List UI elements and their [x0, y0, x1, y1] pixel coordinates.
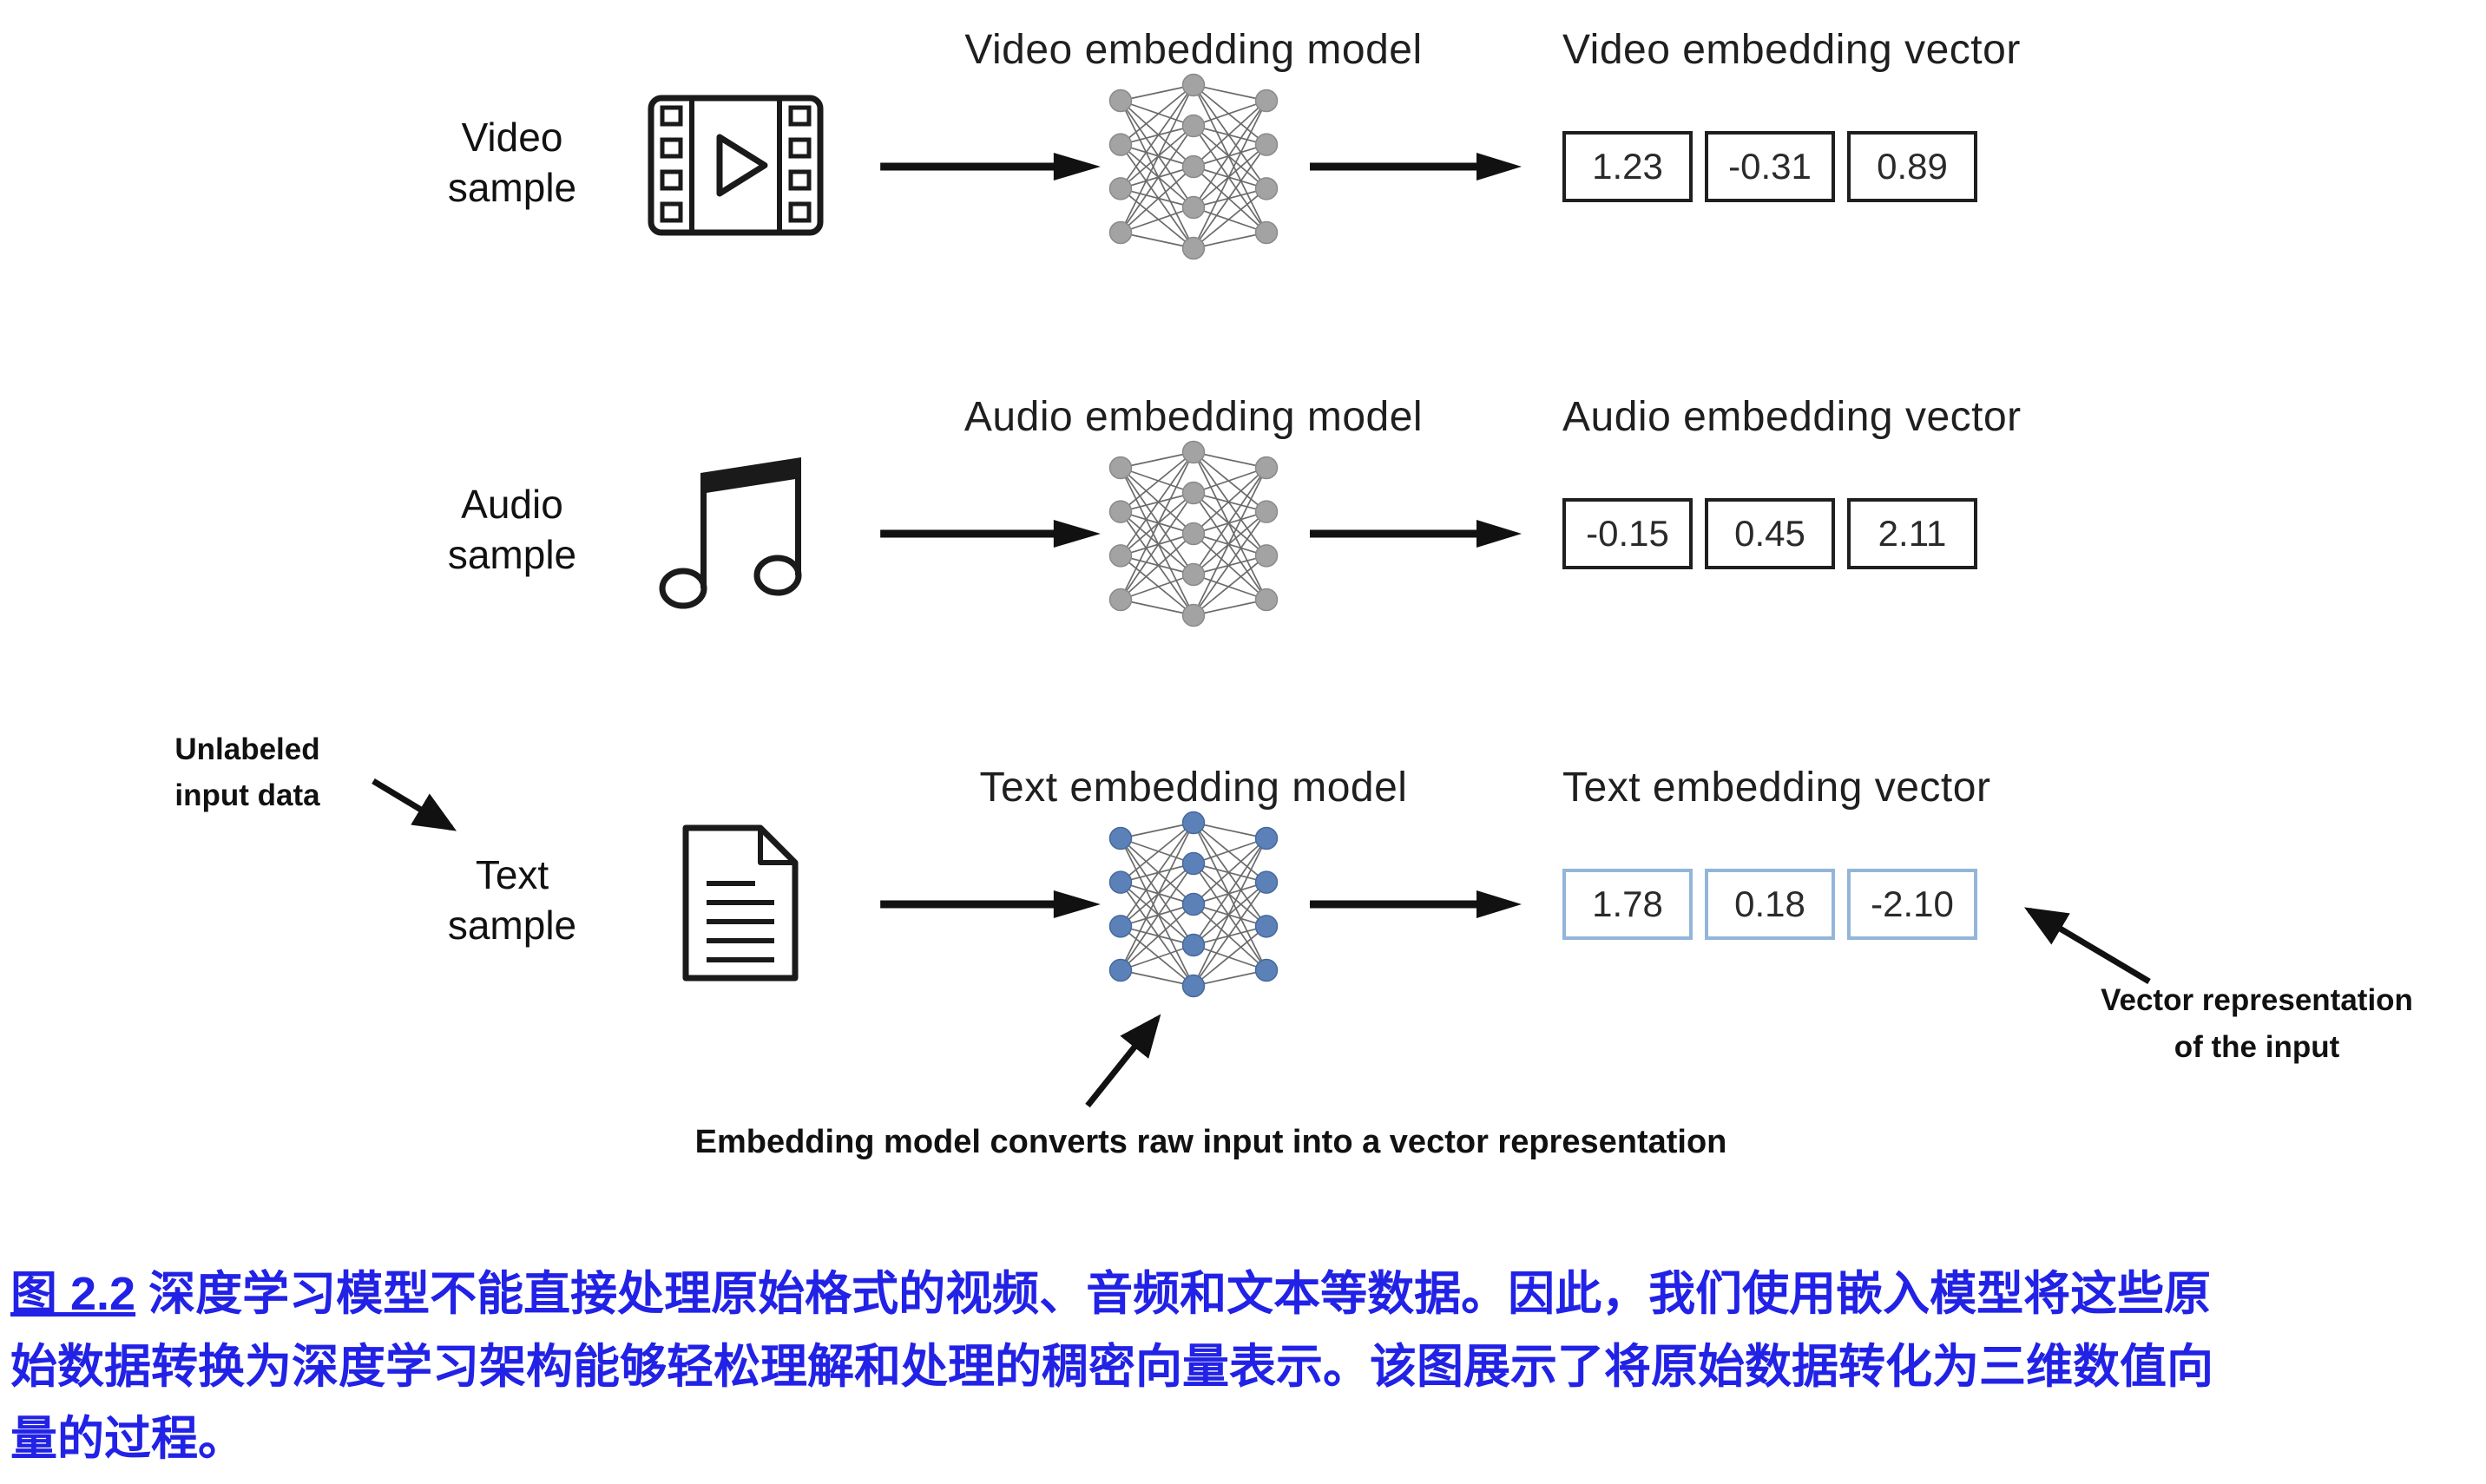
- video-vector-title: Video embedding vector: [1562, 27, 2021, 73]
- vector-note-arrow-icon: [2023, 907, 2151, 985]
- vector-cell: -0.15: [1562, 498, 1693, 569]
- text-embedding-vector: 1.78 0.18 -2.10: [1562, 869, 1977, 940]
- unlabeled-arrow-icon: [372, 778, 457, 831]
- figure-caption-text: 深度学习模型不能直接处理原始格式的视频、音频和文本等数据。因此，我们使用嵌入模型…: [10, 1268, 2213, 1466]
- audio-model-title: Audio embedding model: [963, 394, 1424, 440]
- neural-network-icon: [1108, 811, 1279, 998]
- row-video: Video embedding model Video embedding ve…: [0, 26, 2486, 321]
- text-model-title: Text embedding model: [979, 765, 1408, 811]
- vector-cell: 0.45: [1705, 498, 1835, 569]
- figure-caption: 图 2.2 深度学习模型不能直接处理原始格式的视频、音频和文本等数据。因此，我们…: [10, 1258, 2477, 1476]
- row-audio: Audio embedding model Audio embedding ve…: [0, 393, 2486, 688]
- arrow-right-icon: [880, 890, 1101, 918]
- arrow-right-icon: [880, 153, 1101, 181]
- embedding-model-note: Embedding model converts raw input into …: [694, 1124, 1727, 1160]
- neural-network-icon: [1108, 73, 1279, 260]
- arrow-right-icon: [880, 520, 1101, 548]
- unlabeled-input-note: Unlabeled input data: [174, 732, 320, 812]
- vector-cell: -2.10: [1847, 869, 1977, 940]
- arrow-right-icon: [1310, 520, 1522, 548]
- audio-vector-title: Audio embedding vector: [1562, 394, 2022, 440]
- arrow-right-icon: [1310, 153, 1522, 181]
- film-video-icon: [647, 94, 825, 241]
- video-sample-label: Video sample: [447, 115, 577, 210]
- vector-representation-note: Vector representation of the input: [2101, 983, 2413, 1065]
- music-note-icon: [655, 447, 807, 616]
- figure-caption-label: 图 2.2: [10, 1268, 136, 1320]
- video-model-title: Video embedding model: [964, 27, 1423, 73]
- vector-cell: -0.31: [1705, 131, 1835, 202]
- embedding-note-arrow-icon: [1085, 1014, 1161, 1108]
- vector-cell: 1.78: [1562, 869, 1693, 940]
- arrow-right-icon: [1310, 890, 1522, 918]
- vector-cell: 1.23: [1562, 131, 1693, 202]
- text-sample-label: Text sample: [447, 852, 577, 948]
- audio-embedding-vector: -0.15 0.45 2.11: [1562, 498, 1977, 569]
- audio-sample-label: Audio sample: [447, 482, 577, 577]
- row-text: Text embedding model Text embedding vect…: [0, 764, 2486, 1059]
- text-vector-title: Text embedding vector: [1562, 765, 1991, 811]
- vector-cell: 0.18: [1705, 869, 1835, 940]
- vector-cell: 2.11: [1847, 498, 1977, 569]
- document-icon: [675, 823, 806, 988]
- neural-network-icon: [1108, 440, 1279, 627]
- video-embedding-vector: 1.23 -0.31 0.89: [1562, 131, 1977, 202]
- vector-cell: 0.89: [1847, 131, 1977, 202]
